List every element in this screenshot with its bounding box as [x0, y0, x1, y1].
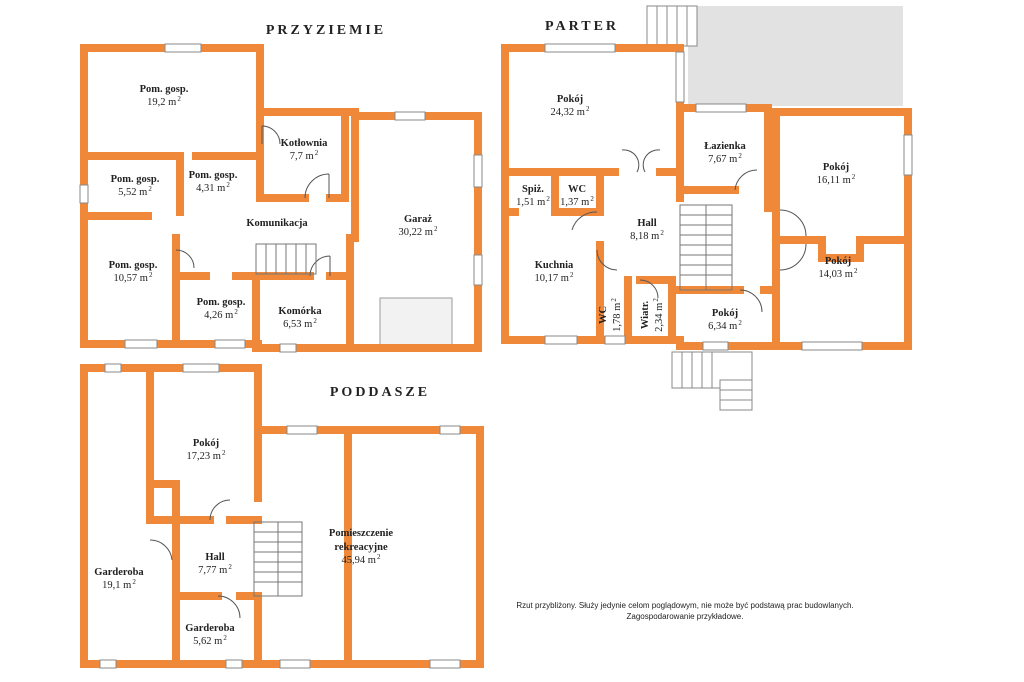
room-area: 19,1 m2 [102, 578, 136, 591]
entry-stairs-bottom [671, 351, 753, 411]
room-name: Pokój [712, 308, 738, 319]
disclaimer-line-1: Rzut przybliżony. Służy jedynie celom po… [516, 601, 854, 610]
entry-stairs-top [646, 5, 698, 47]
room-area: 19,2 m2 [147, 95, 181, 108]
room-name: Pomieszczenie [329, 528, 393, 539]
disclaimer-line-2: Zagospodarowanie przykładowe. [626, 612, 744, 621]
room-area: 5,62 m2 [193, 634, 227, 647]
room-area: 5,52 m2 [118, 185, 152, 198]
room-name: Pokój [823, 162, 849, 173]
room-label-spiz: Spiż.1,51 m2 [516, 184, 550, 208]
room-area: 4,31 m2 [196, 181, 230, 194]
room-name: Wiatr. [640, 300, 651, 329]
windows [79, 43, 913, 669]
room-label-pg3: Pom. gosp.4,31 m2 [189, 170, 238, 194]
room-name: Garderoba [94, 567, 144, 578]
room-name: Pom. gosp. [109, 260, 158, 271]
room-area: 8,18 m2 [630, 229, 664, 242]
room-name: Garaż [404, 214, 432, 225]
room-area: 4,26 m2 [204, 308, 238, 321]
room-name: rekreacyjne [334, 542, 388, 553]
room-area: 14,03 m2 [819, 267, 858, 280]
room-area: 16,11 m2 [817, 173, 856, 186]
room-area: 10,57 m2 [114, 271, 153, 284]
room-name: Kotłownia [281, 138, 328, 149]
room-area: 17,23 m2 [187, 449, 226, 462]
room-name: Pom. gosp. [111, 174, 160, 185]
room-label-pg1: Pom. gosp.19,2 m2 [140, 84, 189, 108]
room-label-wiatr: Wiatr.2,34 m2 [640, 298, 665, 332]
room-name: Pokój [557, 94, 583, 105]
room-area: 1,37 m2 [560, 195, 594, 208]
room-name: Garderoba [185, 623, 235, 634]
floor-title-parter: PARTER [545, 19, 619, 34]
garage-door-area [379, 297, 453, 349]
room-area: 1,51 m2 [516, 195, 550, 208]
room-area: 1,78 m2 [610, 298, 623, 332]
room-name: Łazienka [704, 141, 746, 152]
room-area: 7,7 m2 [290, 149, 319, 162]
floor-title-poddasze: PODDASZE [330, 385, 430, 400]
room-area: 2,34 m2 [652, 298, 665, 332]
room-area: 6,34 m2 [708, 319, 742, 332]
room-name: WC [598, 306, 609, 324]
inner-stairs [253, 204, 733, 597]
room-label-komunikacja: Komunikacja [246, 218, 308, 229]
room-name: Pom. gosp. [189, 170, 238, 181]
terrace [688, 6, 903, 106]
room-area: 30,22 m2 [399, 225, 438, 238]
room-name: Pokój [193, 438, 219, 449]
room-name: Pokój [825, 256, 851, 267]
room-label-pg2: Pom. gosp.5,52 m2 [111, 174, 160, 198]
room-area: 45,94 m2 [342, 553, 381, 566]
room-name: Pom. gosp. [197, 297, 246, 308]
disclaimer-note: Rzut przybliżony. Służy jedynie celom po… [490, 601, 880, 621]
room-area: 6,53 m2 [283, 317, 317, 330]
room-label-wc_p1: WC1,37 m2 [560, 184, 594, 208]
room-area: 10,17 m2 [535, 271, 574, 284]
floor-title-przyziemie: PRZYZIEMIE [266, 23, 386, 38]
room-name: WC [568, 184, 586, 195]
room-name: Kuchnia [535, 260, 574, 271]
room-name: Hall [205, 552, 224, 563]
room-label-pg5: Pom. gosp.4,26 m2 [197, 297, 246, 321]
room-name: Spiż. [522, 184, 544, 195]
attic-closet [146, 480, 180, 524]
room-label-pg4: Pom. gosp.10,57 m2 [109, 260, 158, 284]
room-name: Pom. gosp. [140, 84, 189, 95]
room-name: Komunikacja [246, 218, 308, 229]
room-label-rekreacyjne1: Pomieszczenie [329, 528, 393, 539]
room-name: Hall [637, 218, 656, 229]
room-area: 7,77 m2 [198, 563, 232, 576]
room-name: Komórka [278, 306, 322, 317]
room-area: 7,67 m2 [708, 152, 742, 165]
room-area: 24,32 m2 [551, 105, 590, 118]
